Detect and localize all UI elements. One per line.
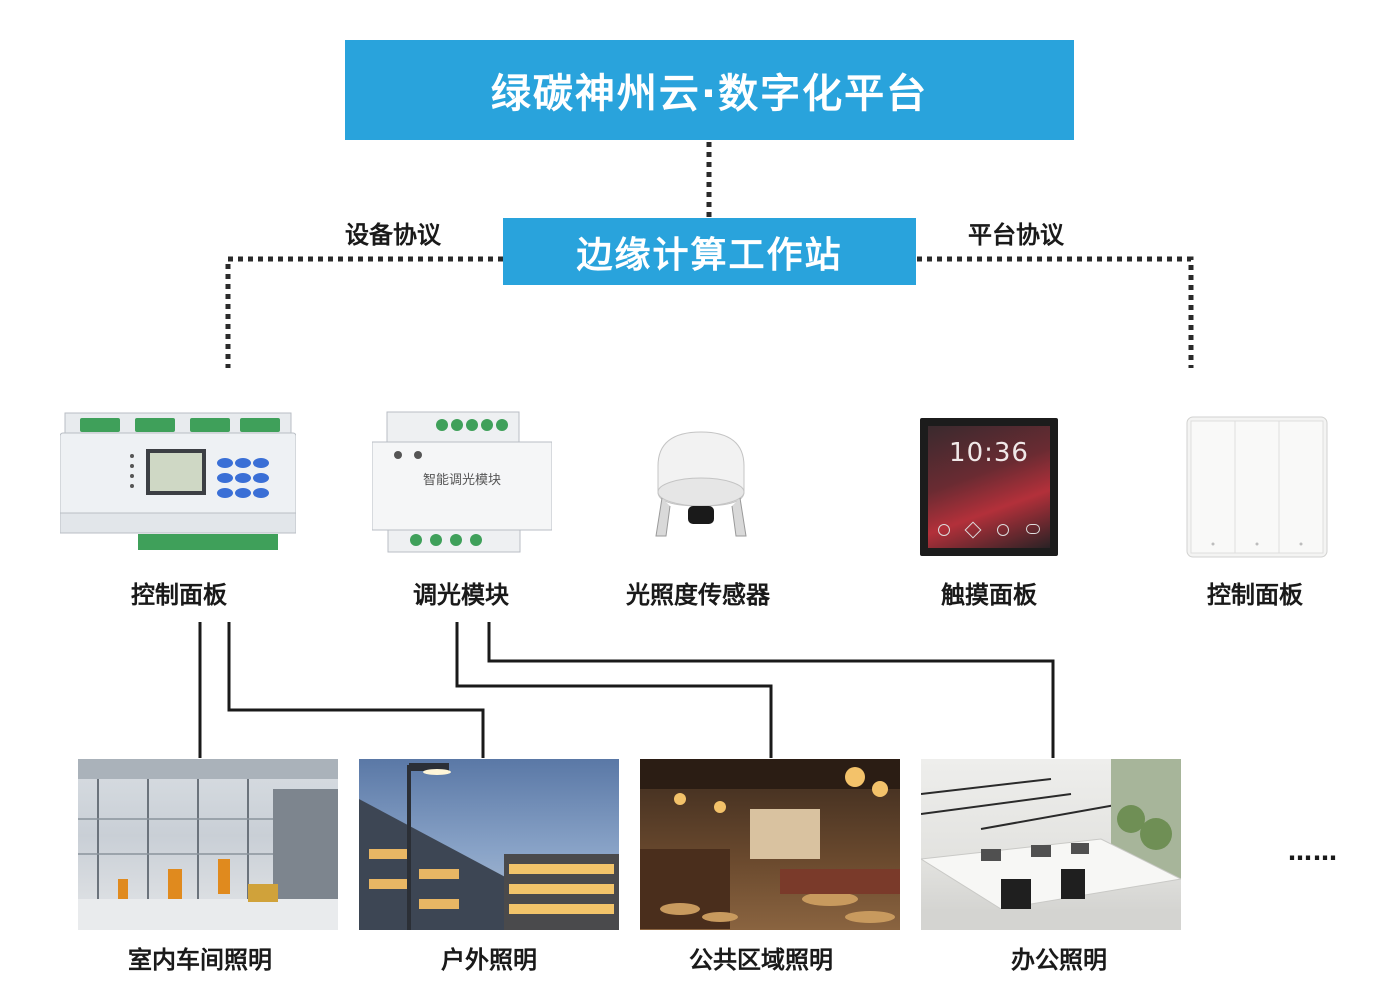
wall-switch-icon [1186, 416, 1328, 558]
light-sensor-icon [640, 426, 762, 548]
device-label-dimming-module: 调光模块 [413, 581, 509, 609]
scene-label-office: 办公照明 [1011, 946, 1107, 974]
scene-label-outdoor: 户外照明 [441, 946, 537, 974]
touch-panel-icon-row [938, 521, 1040, 539]
factory-workshop-photo [78, 759, 338, 930]
restaurant-interior-photo [640, 759, 900, 930]
scene-label-public: 公共区域照明 [689, 946, 833, 974]
device-protocol-link [225, 256, 503, 368]
outdoor-streetlight-photo [359, 759, 619, 930]
more-ellipsis: …… [1288, 838, 1338, 866]
panel-outdoor-link [227, 622, 485, 758]
device-label-touch-panel: 触摸面板 [941, 581, 1037, 609]
dimmer-office-link [487, 622, 1055, 758]
device-label-control-panel: 控制面板 [131, 581, 227, 609]
dimmer-public-link [455, 622, 773, 758]
device-label-light-sensor: 光照度传感器 [626, 581, 770, 609]
platform-box: 绿碳神州云·数字化平台 [345, 40, 1074, 140]
touch-panel-icon: 10:36 [920, 418, 1058, 556]
dimming-module-face-text: 智能调光模块 [423, 473, 501, 488]
device-label-wall-switch: 控制面板 [1207, 581, 1303, 609]
touch-panel-clock: 10:36 [949, 438, 1029, 468]
fan-icon [964, 521, 982, 539]
humidity-icon [996, 524, 1009, 536]
dimming-module-icon: 智能调光模块 [371, 408, 553, 556]
temperature-icon [938, 524, 950, 536]
platform-protocol-link [917, 256, 1194, 368]
touch-panel-screen: 10:36 [928, 426, 1050, 548]
weather-icon [1025, 524, 1040, 534]
edge-station-box: 边缘计算工作站 [503, 218, 916, 285]
din-rail-control-module-icon [59, 408, 297, 556]
scene-label-workshop: 室内车间照明 [128, 946, 272, 974]
platform-protocol-label: 平台协议 [968, 221, 1064, 249]
device-protocol-label: 设备协议 [345, 221, 441, 249]
office-interior-photo [921, 759, 1181, 930]
